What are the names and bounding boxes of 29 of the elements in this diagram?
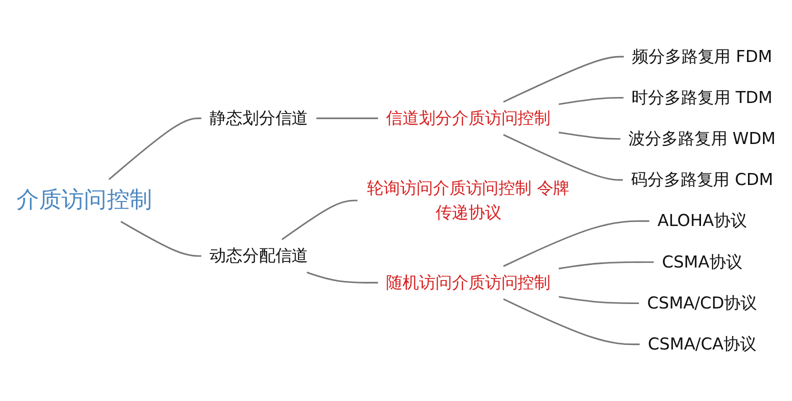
connector	[316, 118, 378, 120]
connector	[558, 97, 624, 105]
connector	[306, 272, 378, 284]
node-text: 随机访问介质访问控制	[386, 272, 551, 292]
node-label: 传递协议	[436, 202, 502, 222]
node-text: CSMA/CD协议	[647, 292, 758, 312]
node-text: ALOHA协议	[657, 210, 747, 230]
node-text: 波分多路复用 WDM	[628, 128, 776, 148]
node-text: 频分多路复用 FDM	[632, 46, 772, 66]
node-text: 介质访问控制	[16, 188, 152, 214]
node-text: 时分多路复用 TDM	[632, 88, 772, 108]
connector	[558, 296, 639, 304]
node-text: 静态划分信道	[210, 108, 308, 128]
connector	[282, 200, 358, 240]
connector	[503, 134, 623, 181]
node-text: 信道划分介质访问控制	[386, 108, 551, 128]
node-text: 动态分配信道	[210, 246, 308, 266]
node-text: CSMA协议	[662, 252, 742, 272]
node-label: 令牌	[536, 178, 570, 198]
connector	[108, 118, 202, 180]
node-text: CSMA/CA协议	[648, 334, 756, 354]
connector	[503, 220, 650, 267]
node-text: 码分多路复用 CDM	[631, 170, 774, 190]
connector	[558, 261, 654, 270]
connector	[558, 132, 620, 140]
node-text: 轮询访问介质访问控制	[367, 178, 532, 198]
connector	[120, 220, 202, 257]
connector	[503, 56, 624, 103]
connector	[503, 298, 640, 346]
